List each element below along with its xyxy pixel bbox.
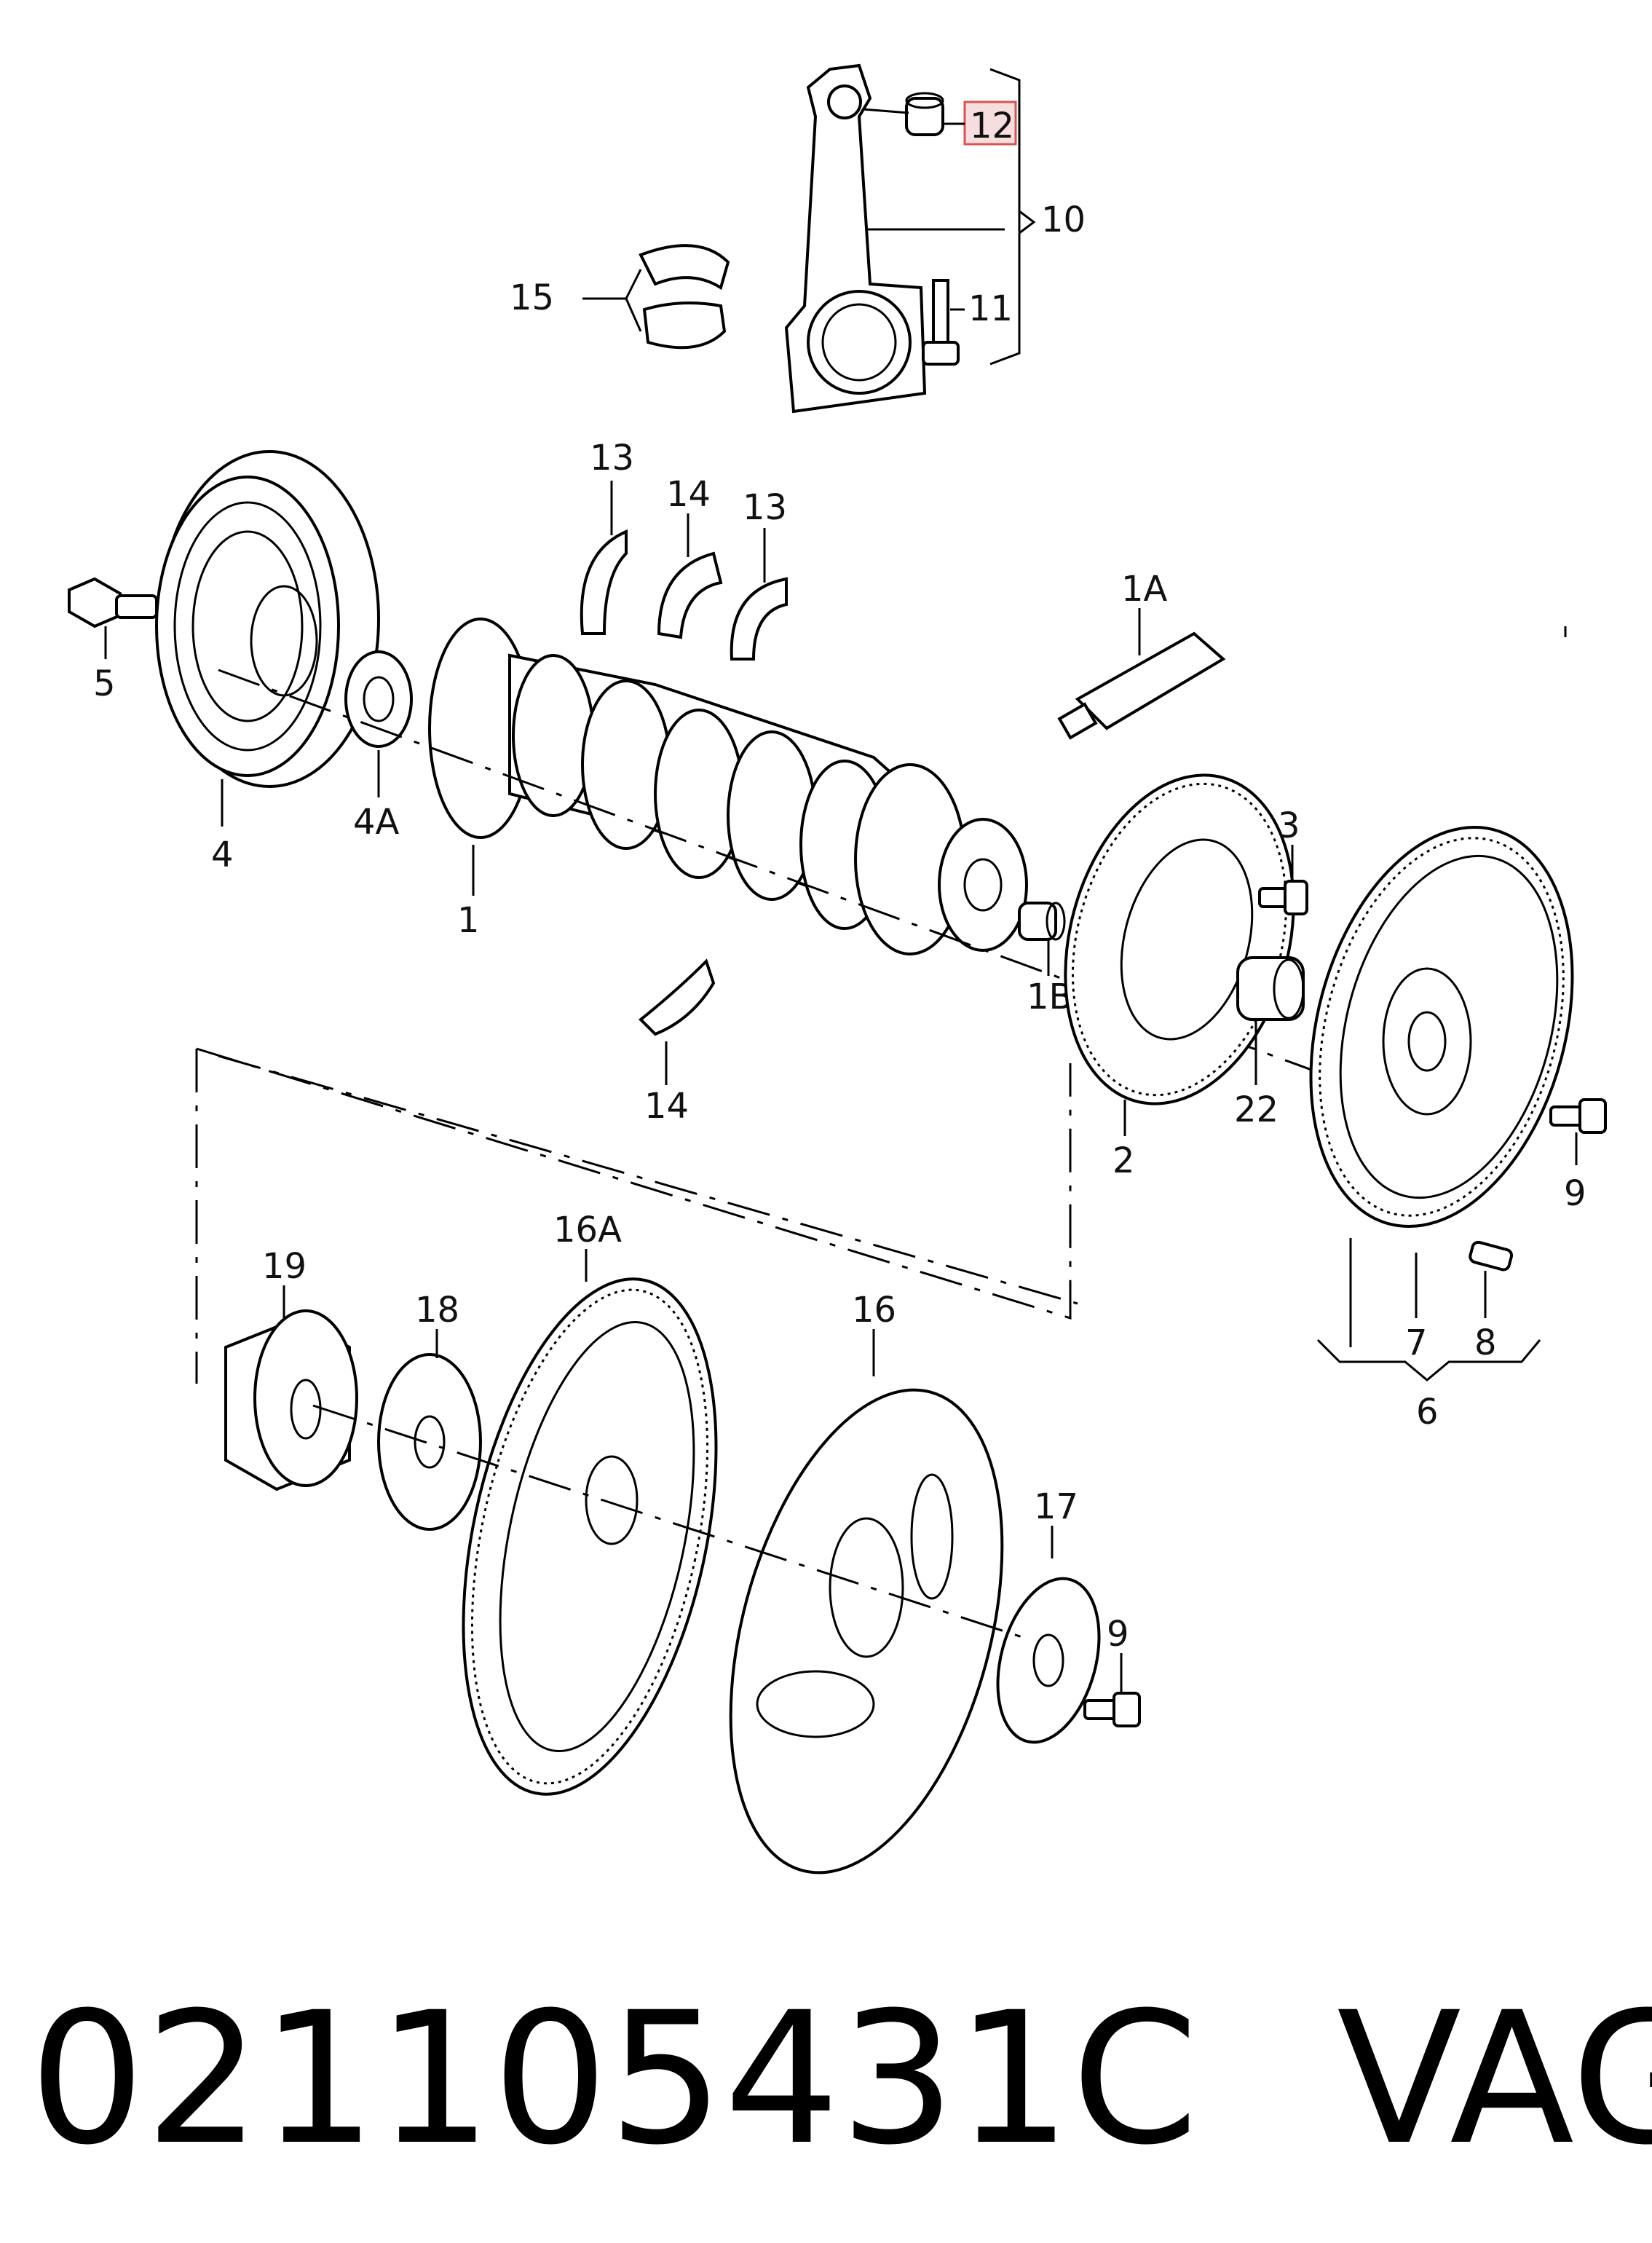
pulley-bolt[interactable] <box>68 577 158 628</box>
callout-4[interactable]: 4 <box>211 835 234 875</box>
conrod-bracket <box>989 68 1036 366</box>
brand-name: VAG <box>1337 1973 1652 2185</box>
callout-9-upper[interactable]: 9 <box>1564 1173 1586 1214</box>
vibration-damper[interactable] <box>224 1309 358 1491</box>
callout-8[interactable]: 8 <box>1474 1322 1497 1363</box>
connecting-rod[interactable] <box>784 63 927 414</box>
callout-14-lower[interactable]: 14 <box>644 1086 689 1127</box>
flywheel[interactable] <box>1269 798 1613 1256</box>
exploded-parts-diagram: 12 10 15 11 13 14 13 1A 5 4 <box>68 63 1613 1893</box>
callout-15[interactable]: 15 <box>510 277 554 318</box>
thrust-washer-right[interactable] <box>730 577 788 661</box>
part-number: 021105431C <box>29 1973 1199 2185</box>
callout-16[interactable]: 16 <box>852 1290 896 1331</box>
needle-bearing[interactable] <box>1236 956 1305 1021</box>
part-number-caption: 021105431C VAG <box>29 1959 1652 2199</box>
crankshaft-pulley[interactable] <box>155 450 380 788</box>
callout-19[interactable]: 19 <box>262 1246 307 1287</box>
sealant-tube[interactable] <box>1057 631 1226 740</box>
callout-9-lower[interactable]: 9 <box>1107 1614 1129 1655</box>
pilot-bushing[interactable] <box>1018 902 1066 941</box>
callout-7[interactable]: 7 <box>1405 1322 1428 1363</box>
callout-22[interactable]: 22 <box>1234 1089 1278 1130</box>
reinforcement-washer[interactable] <box>981 1567 1115 1754</box>
callout-3[interactable]: 3 <box>1278 805 1300 846</box>
drive-plate-bolt[interactable] <box>1083 1692 1141 1727</box>
dowel-pin[interactable] <box>1469 1240 1514 1272</box>
main-bearing-shell-lower[interactable] <box>639 958 716 1036</box>
callout-13-right[interactable]: 13 <box>743 487 787 528</box>
sender-wheel-bolt[interactable] <box>1258 880 1308 915</box>
conrod-bolt[interactable] <box>922 279 960 366</box>
thrust-washer-left[interactable] <box>580 529 628 635</box>
callout-6[interactable]: 6 <box>1416 1392 1439 1432</box>
automatic-group-frame <box>195 1047 1078 1384</box>
main-bearing-shell-upper[interactable] <box>657 551 723 639</box>
callout-1A[interactable]: 1A <box>1121 569 1168 610</box>
callout-11[interactable]: 11 <box>968 288 1013 329</box>
small-end-bushing[interactable] <box>905 92 944 136</box>
callout-13-left[interactable]: 13 <box>590 438 634 478</box>
callout-5[interactable]: 5 <box>93 663 116 704</box>
highlight-box <box>963 100 1017 146</box>
drive-plate[interactable] <box>683 1360 1050 1893</box>
automatic-axis <box>312 1404 1027 1640</box>
callout-17[interactable]: 17 <box>1034 1486 1078 1527</box>
callout-18[interactable]: 18 <box>415 1290 459 1331</box>
pulley-washer[interactable] <box>344 650 413 748</box>
conrod-bearing-shells[interactable] <box>639 244 730 350</box>
callout-16A[interactable]: 16A <box>553 1210 622 1250</box>
flywheel-bracket <box>1316 1339 1541 1381</box>
spacer-plate[interactable] <box>377 1353 482 1531</box>
callout-12[interactable]: 12 <box>970 106 1014 146</box>
callout-2[interactable]: 2 <box>1112 1140 1135 1181</box>
callout-14-upper[interactable]: 14 <box>666 474 711 515</box>
callout-10[interactable]: 10 <box>1041 200 1086 240</box>
flywheel-bolt[interactable] <box>1549 1098 1607 1134</box>
crankshaft[interactable] <box>428 618 1028 955</box>
drive-plate-with-ring-gear[interactable] <box>422 1256 759 1818</box>
callout-1[interactable]: 1 <box>457 900 480 941</box>
callout-4A[interactable]: 4A <box>353 802 400 843</box>
